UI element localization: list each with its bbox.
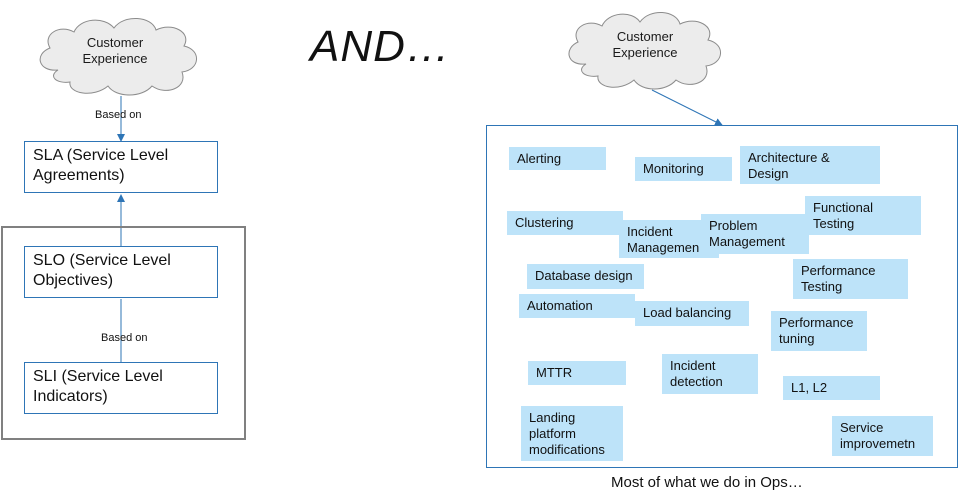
sla-box: SLA (Service Level Agreements): [24, 141, 218, 193]
note-monitoring: Monitoring: [635, 157, 732, 181]
note-problem-management: Problem Management: [701, 214, 809, 254]
note-architecture-design: Architecture & Design: [740, 146, 880, 184]
ops-frame: [486, 125, 958, 468]
cloud-label-left: Customer Experience: [82, 35, 148, 66]
note-performance-tuning: Performance tuning: [771, 311, 867, 351]
note-landing-platform-modifications: Landing platform modifications: [521, 406, 623, 461]
cloud-label-right: Customer Experience: [612, 29, 678, 60]
note-incident-detection: Incident detection: [662, 354, 758, 394]
note-database-design: Database design: [527, 264, 644, 289]
note-clustering: Clustering: [507, 211, 623, 235]
sli-label: SLI (Service Level Indicators): [33, 368, 163, 405]
note-alerting: Alerting: [509, 147, 606, 170]
based-on-label-bottom: Based on: [101, 332, 148, 344]
arrow-cloud-to-ops: [651, 89, 723, 126]
slo-label: SLO (Service Level Objectives): [33, 252, 171, 289]
note-service-improvement: Service improvemetn: [832, 416, 933, 456]
sla-label: SLA (Service Level Agreements): [33, 147, 169, 184]
note-load-balancing: Load balancing: [635, 301, 749, 326]
cloud-shape-right: [568, 12, 721, 90]
note-mttr: MTTR: [528, 361, 626, 385]
and-heading: AND…: [310, 22, 451, 71]
note-l1-l2: L1, L2: [783, 376, 880, 400]
note-performance-testing: Performance Testing: [793, 259, 908, 299]
cloud-shape-left: [39, 18, 197, 96]
note-functional-testing: Functional Testing: [805, 196, 921, 235]
slo-sli-group: [1, 226, 246, 440]
based-on-label-top: Based on: [95, 109, 142, 121]
ops-caption: Most of what we do in Ops…: [611, 474, 803, 491]
note-automation: Automation: [519, 294, 635, 318]
slo-box: SLO (Service Level Objectives): [24, 246, 218, 298]
sli-box: SLI (Service Level Indicators): [24, 362, 218, 414]
